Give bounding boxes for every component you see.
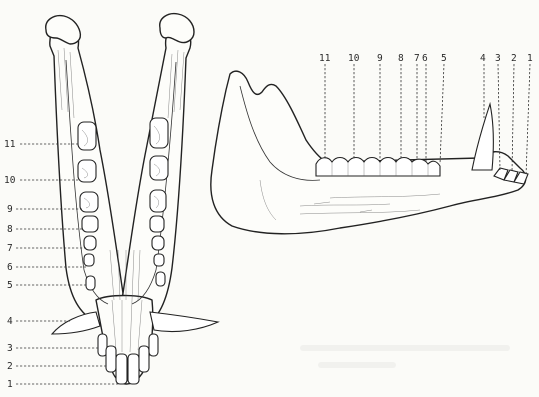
left-label-7: 7	[7, 243, 13, 254]
right-label-11: 11	[319, 53, 331, 64]
right-tooth-5	[156, 272, 165, 286]
lateral-molar-row	[316, 158, 440, 177]
right-label-1: 1	[527, 53, 533, 64]
right-label-7: 7	[414, 53, 420, 64]
right-tooth-10	[150, 156, 168, 180]
right-tooth-8	[150, 216, 164, 232]
right-canine	[150, 312, 218, 332]
left-label-9: 9	[7, 204, 13, 215]
right-leader-2	[512, 64, 514, 172]
incisor-2-left	[106, 346, 116, 372]
left-tooth-6	[84, 254, 94, 266]
right-label-9: 9	[377, 53, 383, 64]
right-label-3: 3	[495, 53, 501, 64]
mandible-dorsal-view	[46, 14, 218, 384]
right-leader-5	[440, 64, 444, 164]
left-tooth-10	[78, 160, 96, 182]
right-label-4: 4	[480, 53, 486, 64]
right-tooth-7	[152, 236, 164, 250]
incisor-1-left	[116, 354, 127, 384]
left-label-10: 10	[4, 175, 16, 186]
left-tooth-11	[78, 122, 96, 150]
left-label-5: 5	[7, 280, 13, 291]
lateral-canine	[472, 104, 493, 170]
bleed-through-smudge	[300, 345, 510, 368]
left-label-6: 6	[7, 262, 13, 273]
left-label-2: 2	[7, 361, 13, 372]
left-tooth-9	[80, 192, 98, 212]
left-canine	[52, 312, 100, 334]
right-label-6: 6	[422, 53, 428, 64]
incisor-3-right	[149, 334, 158, 356]
left-label-4: 4	[7, 316, 13, 327]
left-tooth-8	[82, 216, 98, 232]
mandible-lateral-view	[211, 71, 528, 234]
incisor-1-right	[128, 354, 139, 384]
left-label-8: 8	[7, 224, 13, 235]
left-label-1: 1	[7, 379, 13, 390]
right-leader-1	[526, 64, 530, 176]
left-label-3: 3	[7, 343, 13, 354]
right-label-2: 2	[511, 53, 517, 64]
right-label-10: 10	[348, 53, 360, 64]
right-condyle	[160, 14, 194, 43]
right-label-5: 5	[441, 53, 447, 64]
left-label-11: 11	[4, 139, 16, 150]
left-tooth-5	[86, 276, 95, 290]
right-tooth-6	[154, 254, 164, 266]
right-label-8: 8	[398, 53, 404, 64]
incisor-2-right	[139, 346, 149, 372]
lateral-cheek-teeth	[316, 158, 440, 177]
right-tooth-9	[150, 190, 166, 212]
